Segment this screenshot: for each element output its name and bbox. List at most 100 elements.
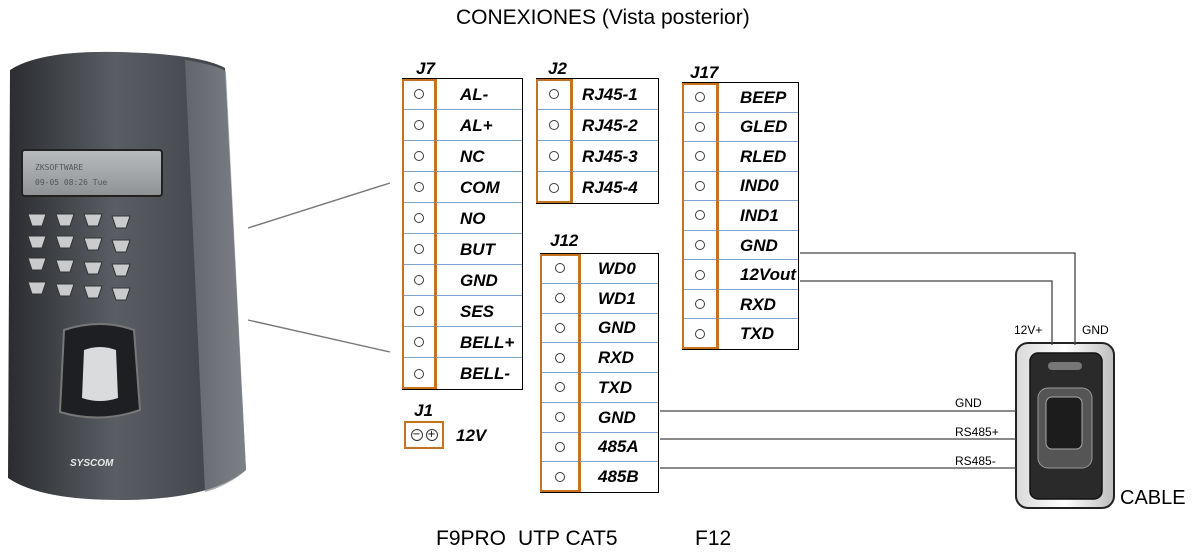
wire-rs485p-label: RS485+ xyxy=(955,425,999,439)
j7-pin-label: NC xyxy=(460,146,485,166)
pin-terminal-icon xyxy=(695,240,705,250)
pin-terminal-icon xyxy=(414,182,424,192)
j7-pin-row: COM xyxy=(402,172,522,203)
j17-pin-label: BEEP xyxy=(740,87,787,107)
j2-label: J2 xyxy=(548,59,567,78)
j17-pin-row: BEEP xyxy=(682,83,798,113)
j12-pin-column xyxy=(540,254,580,492)
j7-pin-label: COM xyxy=(460,177,500,197)
j17-pin-row: GLED xyxy=(682,112,798,143)
wire-rs485m-label: RS485- xyxy=(955,454,996,468)
svg-text:09-05 08:26 Tue: 09-05 08:26 Tue xyxy=(35,178,107,187)
j2-pin-row: RJ45-1 xyxy=(536,79,658,110)
j12-pin-label: WD0 xyxy=(598,258,636,278)
j12-pin-label: WD1 xyxy=(598,288,636,308)
pin-terminal-icon xyxy=(695,92,705,103)
j7-pin-row: SES xyxy=(402,296,522,327)
pin-terminal-icon xyxy=(414,368,424,379)
pin-terminal-icon xyxy=(414,337,424,347)
j12-pin-row: WD0 xyxy=(540,254,658,284)
j17-pin-label: GND xyxy=(740,235,778,255)
j17-pin-row: 12Vout xyxy=(682,260,798,290)
j7-pin-label: AL+ xyxy=(460,115,493,135)
j7-pin-label: BELL- xyxy=(460,363,511,383)
pin-terminal-icon xyxy=(555,441,565,452)
reader-gnd-label: GND xyxy=(1082,323,1109,337)
j17-pin-label: TXD xyxy=(740,324,774,344)
pin-terminal-icon xyxy=(695,269,705,280)
svg-text:ZKSOFTWARE: ZKSOFTWARE xyxy=(35,163,83,172)
f9pro-device-image: ZKSOFTWARE 09-05 08:26 Tue SYSCOM xyxy=(8,51,246,501)
j7-pin-row: GND xyxy=(402,265,522,296)
pin-terminal-icon xyxy=(555,293,565,304)
j7-pin-row: AL- xyxy=(402,79,522,110)
j7-pin-row: NO xyxy=(402,203,522,234)
pin-terminal-icon xyxy=(414,306,424,316)
pin-terminal-icon xyxy=(555,382,565,393)
footer-device-name: F9PRO xyxy=(436,527,507,550)
cable-label: CABLE xyxy=(1120,487,1186,509)
j7-pin-label: BUT xyxy=(460,239,495,259)
j7-label: J7 xyxy=(416,59,435,78)
j1-terminal-block: − + xyxy=(404,421,444,449)
pin-terminal-icon xyxy=(555,472,565,483)
footer-cable-name: UTP CAT5 xyxy=(518,527,618,550)
j2-pin-label: RJ45-1 xyxy=(582,84,638,104)
j1-label: J1 xyxy=(414,401,433,420)
j17-pin-column xyxy=(682,83,718,349)
brand-logo: SYSCOM xyxy=(70,458,114,469)
j7-pin-label: GND xyxy=(460,270,498,290)
diagram-title: CONEXIONES (Vista posterior) xyxy=(456,6,750,29)
j17-pin-label: IND0 xyxy=(740,176,779,196)
pin-terminal-icon xyxy=(695,329,705,340)
j17-pin-label: RLED xyxy=(740,146,787,166)
j17-pin-row: RXD xyxy=(682,289,798,320)
j12-pin-row: WD1 xyxy=(540,283,658,314)
j7-pin-row: AL+ xyxy=(402,110,522,141)
pin-terminal-icon xyxy=(414,275,424,285)
j7-pin-row: BELL+ xyxy=(402,327,522,358)
pin-terminal-icon xyxy=(414,89,424,99)
j2-pin-label: RJ45-3 xyxy=(582,146,638,166)
j12-pin-row: RXD xyxy=(540,343,658,373)
j2-pin-row: RJ45-2 xyxy=(536,110,658,141)
j1-voltage-label: 12V xyxy=(456,426,487,445)
j17-pin-row: GND xyxy=(682,230,798,261)
j17-pin-row: TXD xyxy=(682,319,798,349)
j12-pin-label: 485A xyxy=(598,437,639,457)
j17-label: J17 xyxy=(690,63,719,82)
j7-pin-row: BUT xyxy=(402,234,522,265)
j17-pin-row: IND1 xyxy=(682,201,798,231)
wires xyxy=(660,252,1076,469)
plus-terminal-icon: + xyxy=(425,429,438,441)
leader-lines xyxy=(247,182,391,353)
footer-reader-name: F12 xyxy=(695,527,732,550)
j12-pin-row: 485A xyxy=(540,432,658,463)
pin-terminal-icon xyxy=(414,213,424,223)
pin-terminal-icon xyxy=(414,151,424,161)
j17-pin-label: 12Vout xyxy=(740,265,797,285)
j12-pin-row: 485B xyxy=(540,462,658,492)
svg-text:SYSCOM: SYSCOM xyxy=(70,458,114,469)
j17-pin-label: RXD xyxy=(740,294,776,314)
j7-pin-label: AL- xyxy=(460,84,489,104)
j7-pin-column xyxy=(402,79,436,389)
j7-pin-label: NO xyxy=(460,208,486,228)
j12-pin-label: TXD xyxy=(598,377,632,397)
f12-reader-image xyxy=(1015,342,1115,509)
pin-terminal-icon xyxy=(695,151,705,162)
pin-terminal-icon xyxy=(695,180,705,191)
j12-pin-row: TXD xyxy=(540,373,658,403)
j17-pin-label: GLED xyxy=(740,117,788,137)
reader-12v-label: 12V+ xyxy=(1014,323,1043,337)
j17-pin-label: IND1 xyxy=(740,205,779,225)
pin-terminal-icon xyxy=(549,120,559,130)
j7-pin-row: NC xyxy=(402,141,522,172)
minus-terminal-icon: − xyxy=(410,429,423,441)
j12-label: J12 xyxy=(550,231,579,250)
pin-terminal-icon xyxy=(549,89,559,99)
